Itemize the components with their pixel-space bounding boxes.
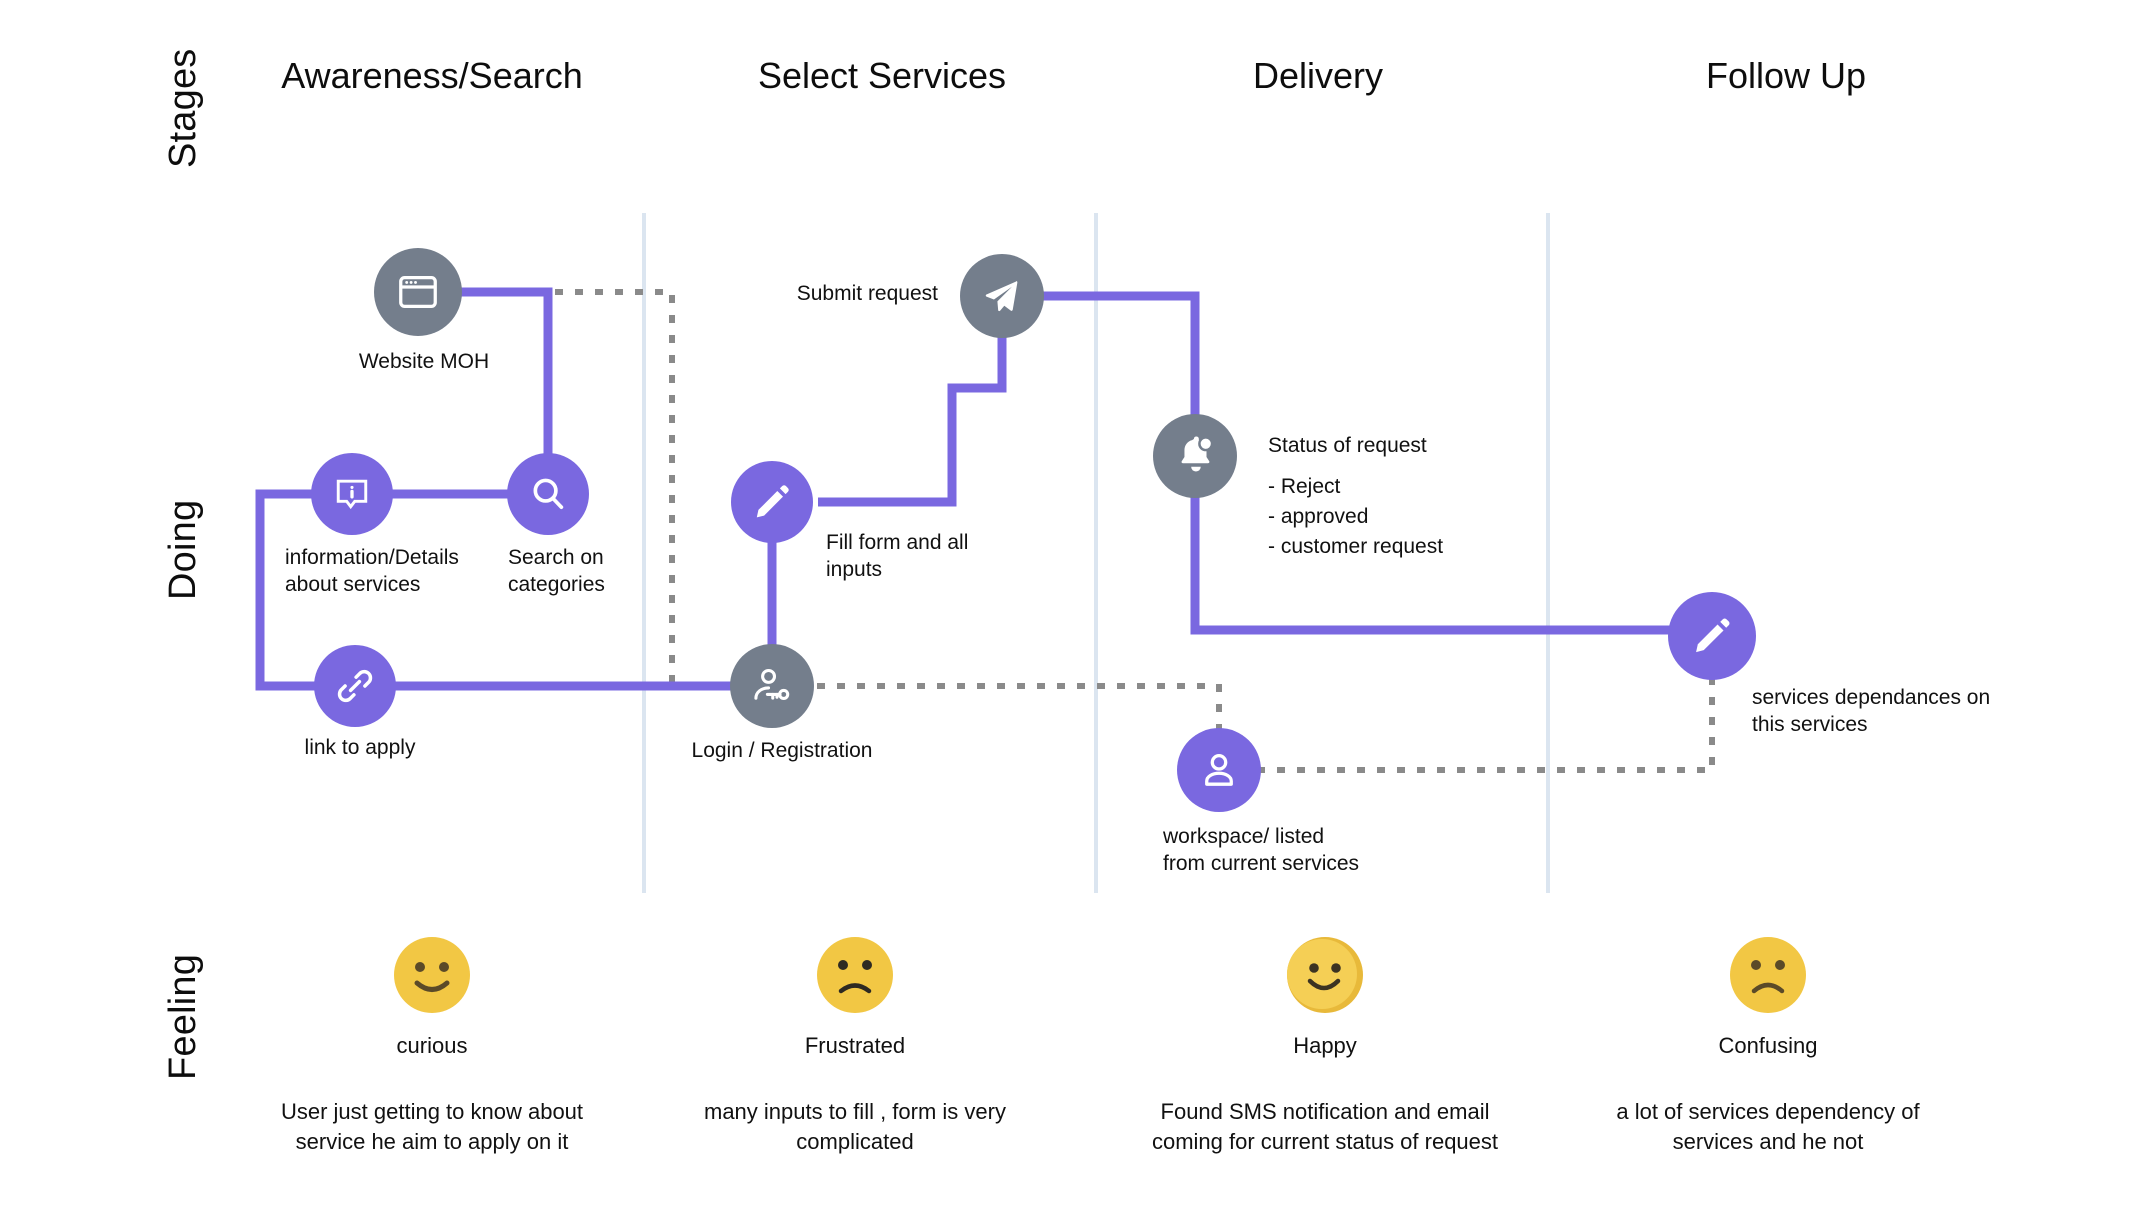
feeling-cell-followup: Confusing a lot of services dependency o… xyxy=(1558,935,1978,1158)
feeling-label-curious: curious xyxy=(396,1033,468,1058)
caption-workspace: workspace/ listed from current services xyxy=(1163,825,1360,875)
feeling-label-happy: Happy xyxy=(1293,1033,1357,1058)
search-icon xyxy=(526,472,570,516)
caption-website-moh: Website MOH xyxy=(358,350,490,373)
node-login-registration[interactable] xyxy=(730,644,814,728)
status-of-request-annotation: Status of request - Reject - approved - … xyxy=(1268,435,1443,561)
feeling-desc-frustrated: many inputs to fill , form is very compl… xyxy=(704,1099,1006,1155)
row-label-feeling: Feeling xyxy=(162,953,204,1080)
node-information-details[interactable] xyxy=(311,453,393,535)
feeling-label-frustrated: Frustrated xyxy=(804,1033,906,1058)
node-website-moh[interactable] xyxy=(374,248,462,336)
bell-badge-icon xyxy=(1172,433,1218,479)
dotted-path-workspace-to-followup xyxy=(1257,647,1715,773)
user-key-icon xyxy=(749,663,795,709)
dotted-path-login-to-workspace xyxy=(797,683,1222,731)
caption-submit-request: Submit request xyxy=(796,282,938,305)
stage-header-delivery: Delivery xyxy=(1252,55,1384,96)
stage-header-awareness: Awareness/Search xyxy=(281,55,583,96)
feeling-cell-delivery: Happy Found SMS notification and email c… xyxy=(1115,935,1535,1158)
feeling-label-confusing: Confusing xyxy=(1718,1033,1818,1058)
caption-fill-form: Fill form and all inputs xyxy=(826,531,969,581)
pencil-icon xyxy=(1689,613,1735,659)
row-label-doing: Doing xyxy=(162,499,204,600)
node-workspace[interactable] xyxy=(1177,728,1261,812)
feeling-cell-select: Frustrated many inputs to fill , form is… xyxy=(645,935,1065,1158)
frown-face-icon xyxy=(817,937,893,1013)
smile-shaded-face-icon xyxy=(1287,937,1363,1013)
node-search-categories[interactable] xyxy=(507,453,589,535)
node-link-to-apply[interactable] xyxy=(314,645,396,727)
node-follow-up-services[interactable] xyxy=(1668,592,1756,680)
node-submit-request[interactable] xyxy=(960,254,1044,338)
row-label-stages: Stages xyxy=(162,48,204,168)
caption-follow-up-services: services dependances on this services xyxy=(1752,686,1991,736)
status-annotation-title: Status of request xyxy=(1268,434,1427,457)
info-bubble-icon xyxy=(330,472,374,516)
status-annotation-item-approved: - approved xyxy=(1268,504,1369,528)
caption-search-categories: Search on categories xyxy=(508,546,605,596)
stage-header-followup: Follow Up xyxy=(1705,55,1867,96)
caption-link-to-apply: link to apply xyxy=(304,736,416,759)
status-annotation-item-reject: - Reject xyxy=(1268,475,1341,498)
node-status-of-request[interactable] xyxy=(1153,414,1237,498)
feeling-cell-awareness: curious User just getting to know about … xyxy=(222,935,642,1158)
frown-face-icon xyxy=(1730,937,1806,1013)
smile-face-icon xyxy=(394,937,470,1013)
link-icon xyxy=(333,664,377,708)
feeling-desc-curious: User just getting to know about service … xyxy=(280,1099,584,1155)
paper-plane-icon xyxy=(979,273,1025,319)
status-annotation-item-customer: - customer request xyxy=(1268,534,1444,558)
feeling-desc-confusing: a lot of services dependency of services… xyxy=(1616,1099,1920,1155)
browser-window-icon xyxy=(395,269,441,315)
caption-login-registration: Login / Registration xyxy=(691,739,873,762)
caption-information-details: information/Details about services xyxy=(285,546,459,596)
pencil-icon xyxy=(750,480,794,524)
feeling-desc-happy: Found SMS notification and email coming … xyxy=(1151,1099,1499,1155)
stage-header-select: Select Services xyxy=(757,55,1007,96)
user-icon xyxy=(1196,747,1242,793)
node-fill-form[interactable] xyxy=(731,461,813,543)
